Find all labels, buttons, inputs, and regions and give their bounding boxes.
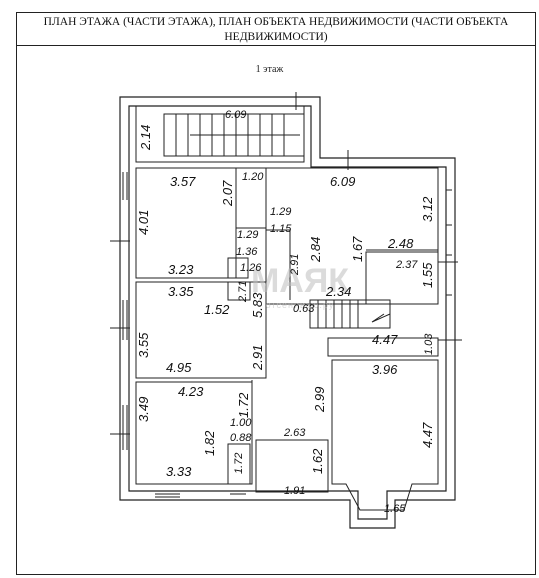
dim-niche-5: 1.26 <box>240 262 262 274</box>
dim-wc-side: 2.71 <box>237 281 249 303</box>
dim-hall-a: 2.91 <box>289 254 301 276</box>
dim-wc-d: 1.62 <box>310 448 325 474</box>
dim-room-a-side: 2.07 <box>220 180 235 207</box>
dim-room-c-top: 4.23 <box>178 384 204 399</box>
dim-closet-w: 2.48 <box>387 236 414 251</box>
dim-kitchen-w: 3.96 <box>372 362 398 377</box>
dim-bay-w: 1.65 <box>384 503 406 515</box>
dim-small-depth: 1.67 <box>350 236 365 262</box>
dim-room-a-depth: 4.01 <box>136 210 151 235</box>
dim-stair2-w: 2.34 <box>325 284 351 299</box>
dimension-labels: 6.09 2.14 3.57 2.07 4.01 1.20 6.09 3.12 … <box>136 109 435 515</box>
dim-room-b-side2: 2.91 <box>250 345 265 371</box>
header-title-line2: НЕДВИЖИМОСТИ) <box>224 31 328 43</box>
dim-room-a-bottom: 3.23 <box>168 262 194 277</box>
dim-niche-4: 1.36 <box>236 246 258 258</box>
dim-niche-3: 1.29 <box>237 229 258 241</box>
dim-living-depth: 3.12 <box>420 196 435 222</box>
dim-room-c-side: 1.72 <box>236 392 251 418</box>
dim-niche-2: 1.15 <box>270 223 292 235</box>
dim-room-c-side2: 1.82 <box>202 430 217 456</box>
dim-stair-depth: 2.14 <box>138 125 153 151</box>
watermark-site: отсениваю.ру <box>266 300 335 310</box>
dim-bath-w: 1.00 <box>230 417 252 429</box>
document-header: ПЛАН ЭТАЖА (ЧАСТИ ЭТАЖА), ПЛАН ОБЪЕКТА Н… <box>16 12 536 46</box>
dim-closet-w2: 2.37 <box>395 259 418 271</box>
dim-room-b-side: 1.52 <box>204 302 230 317</box>
dim-niche-1: 1.29 <box>270 206 291 218</box>
dim-stair-width: 6.09 <box>225 109 246 121</box>
dim-closet-d: 1.55 <box>420 262 435 288</box>
window-ticks <box>110 92 462 498</box>
dim-wc-w: 2.63 <box>283 427 306 439</box>
dim-room-c-bottom: 3.33 <box>166 464 192 479</box>
dim-step-d: 1.03 <box>423 333 435 355</box>
dim-room-a-width: 3.57 <box>170 174 196 189</box>
dim-hall-b: 2.84 <box>308 237 323 263</box>
dim-room-b-bottom: 4.95 <box>166 360 192 375</box>
dim-bath-w2: 0.88 <box>230 432 252 444</box>
outer-walls <box>119 96 456 529</box>
dim-living-width: 6.09 <box>330 174 355 189</box>
dim-corr-top: 1.20 <box>242 171 264 183</box>
dim-room-b-depth: 3.55 <box>136 332 151 358</box>
dim-room-b-top: 3.35 <box>168 284 194 299</box>
interior-walls <box>135 167 439 511</box>
dim-step-w: 4.47 <box>372 332 398 347</box>
floor-label: 1 этаж <box>255 64 284 75</box>
dim-stair2-d: 0.63 <box>293 303 315 315</box>
dim-wc-w2: 1.91 <box>284 485 305 497</box>
dim-room-c-depth: 3.49 <box>136 397 151 422</box>
top-staircase <box>135 105 305 163</box>
header-title-line1: ПЛАН ЭТАЖА (ЧАСТИ ЭТАЖА), ПЛАН ОБЪЕКТА Н… <box>43 16 509 28</box>
dim-hall-c: 5.83 <box>250 292 265 318</box>
dim-bath-d: 1.72 <box>233 453 245 474</box>
dim-kitchen-d: 4.47 <box>420 422 435 448</box>
watermark-brand: МАЯК <box>251 262 349 300</box>
dim-kitchen-side: 2.99 <box>312 387 327 413</box>
